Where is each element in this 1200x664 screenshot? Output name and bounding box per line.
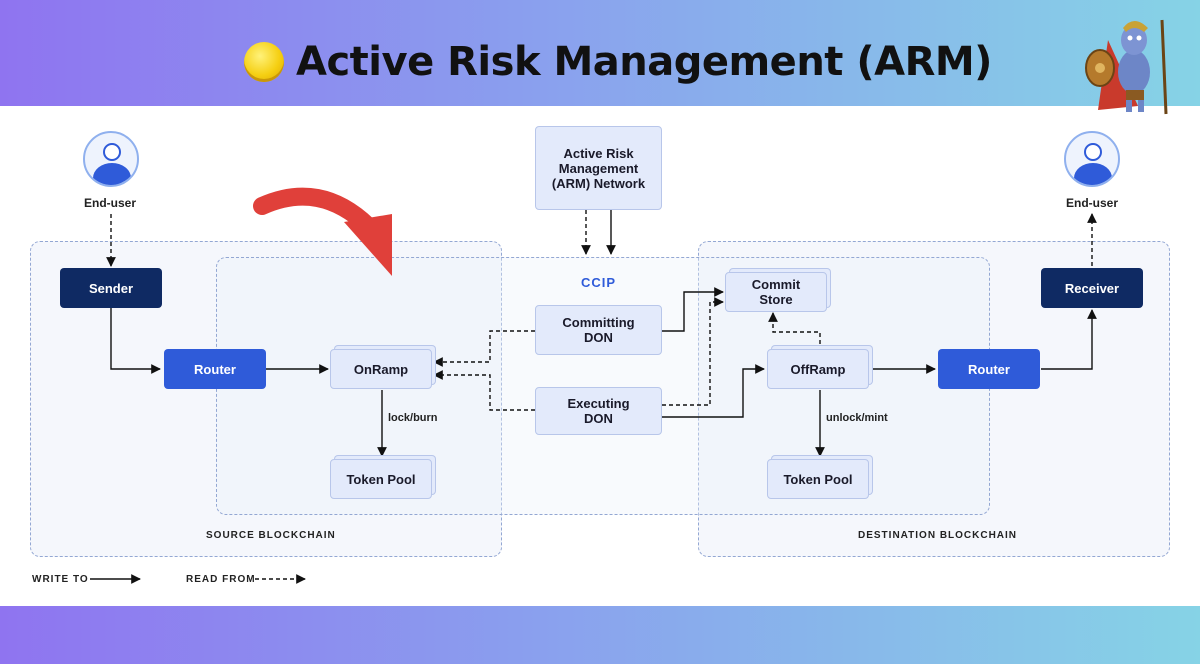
end-user-right-label: End-user: [1066, 196, 1119, 210]
executing-don-node: Executing DON: [535, 387, 662, 435]
committing-don-node: Committing DON: [535, 305, 662, 355]
sender-node: Sender: [60, 268, 162, 308]
yellow-circle-icon: [244, 42, 284, 82]
lock-burn-label: lock/burn: [388, 412, 438, 424]
router-source-node: Router: [164, 349, 266, 389]
receiver-node: Receiver: [1041, 268, 1143, 308]
onramp-node: OnRamp: [330, 349, 432, 389]
header-band: [0, 0, 1200, 106]
ccip-label: CCIP: [581, 275, 617, 290]
source-blockchain-label: SOURCE BLOCKCHAIN: [206, 530, 336, 541]
page-title: Active Risk Management (ARM): [244, 32, 992, 92]
destination-blockchain-label: DESTINATION BLOCKCHAIN: [858, 530, 1018, 541]
unlock-mint-label: unlock/mint: [826, 412, 888, 424]
legend-write-to-label: WRITE TO: [32, 574, 89, 585]
router-destination-node: Router: [938, 349, 1040, 389]
offramp-node: OffRamp: [767, 349, 869, 389]
commit-store-node: Commit Store: [725, 272, 827, 312]
arm-network-node: Active Risk Management (ARM) Network: [535, 126, 662, 210]
token-pool-source-node: Token Pool: [330, 459, 432, 499]
warrior-mascot-icon: [1085, 19, 1168, 115]
legend-read-from-label: READ FROM: [186, 574, 256, 585]
user-avatar-icon: [83, 131, 139, 187]
token-pool-destination-node: Token Pool: [767, 459, 869, 499]
user-avatar-icon: [1064, 131, 1120, 187]
footer-band: [0, 606, 1200, 664]
end-user-left-label: End-user: [84, 196, 137, 210]
page-title-text: Active Risk Management (ARM): [296, 39, 992, 85]
